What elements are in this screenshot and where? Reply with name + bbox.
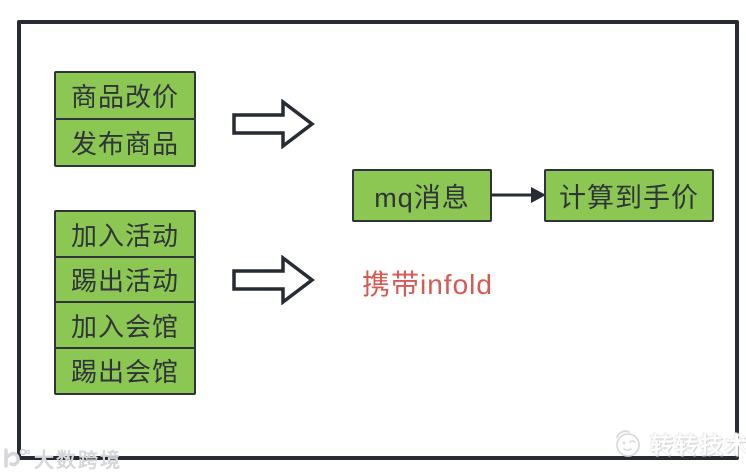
watermark: 大数跨境	[2, 444, 122, 473]
bottom-event-group: 加入活动 踢出活动 加入会馆 踢出会馆	[54, 210, 196, 395]
node-join-activity: 加入活动	[54, 210, 196, 258]
node-join-club: 加入会馆	[54, 301, 196, 349]
node-calc-final-price: 计算到手价	[544, 169, 714, 222]
brand-logo: 转转技术	[612, 426, 746, 460]
block-arrow-right-icon	[232, 99, 315, 149]
node-product-reprice: 商品改价	[54, 71, 196, 120]
watermark-logo-icon	[4, 447, 30, 468]
node-publish-product: 发布商品	[54, 117, 196, 167]
brand-text: 转转技术	[650, 432, 746, 458]
node-kick-club: 踢出会馆	[54, 346, 196, 395]
arrow-right-icon	[491, 187, 546, 203]
watermark-text: 大数跨境	[34, 450, 122, 472]
top-event-group: 商品改价 发布商品	[54, 71, 196, 167]
node-mq-message: mq消息	[352, 169, 492, 222]
zhuanzhuan-mascot-icon	[616, 430, 640, 457]
annotation-text: 携带infold	[362, 269, 493, 300]
block-arrow-right-icon	[232, 255, 315, 305]
node-kick-activity: 踢出活动	[54, 255, 196, 304]
